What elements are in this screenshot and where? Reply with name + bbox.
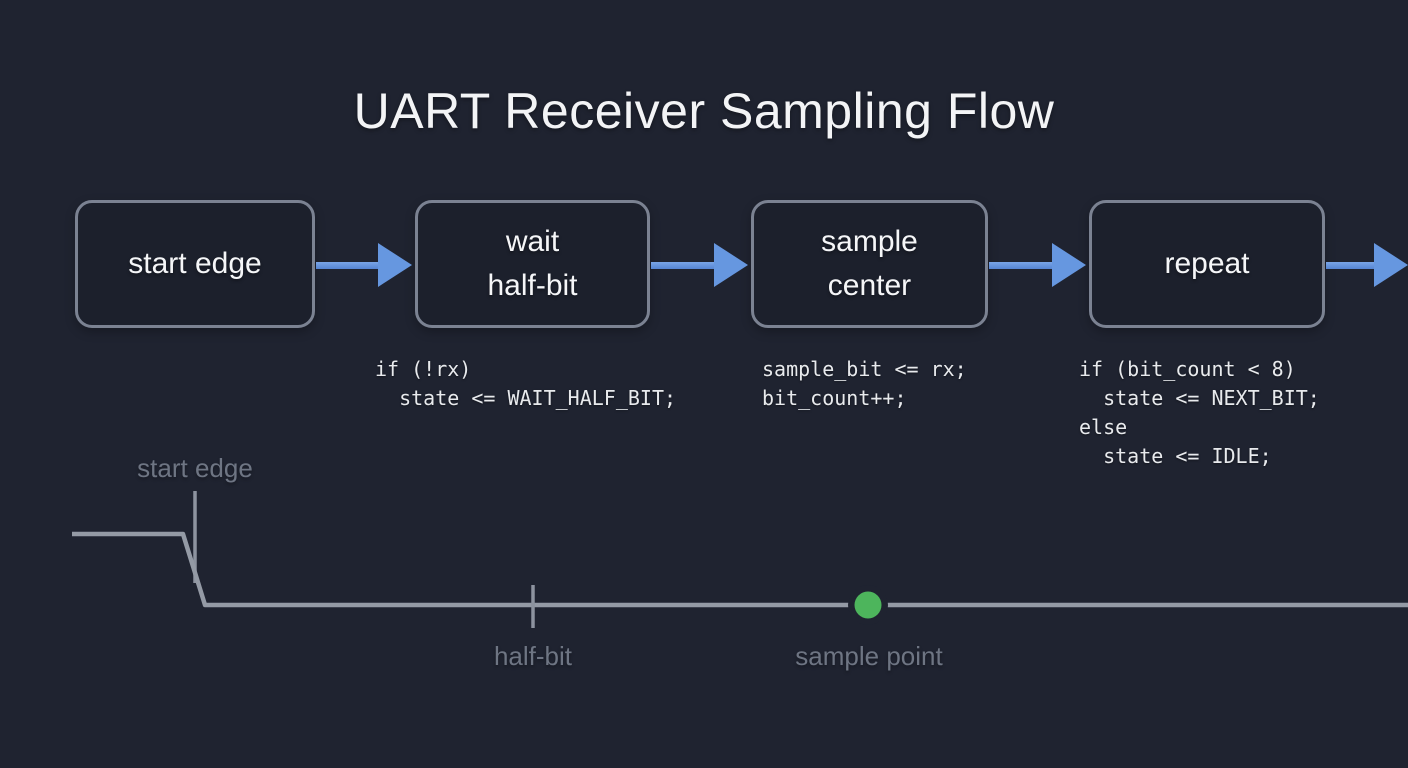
arrow-head-icon bbox=[378, 243, 412, 287]
flow-box-repeat: repeat bbox=[1089, 200, 1325, 328]
arrow-head-icon bbox=[1374, 243, 1408, 287]
arrow-head-icon bbox=[714, 243, 748, 287]
rx-signal-line bbox=[72, 531, 1408, 608]
flow-box-label: start edge bbox=[128, 247, 262, 280]
flow-box-label: sample center bbox=[821, 225, 918, 302]
arrow-shaft bbox=[316, 261, 378, 269]
flow-box-sample-center: sample center bbox=[751, 200, 988, 328]
code-annotation-sample-center: sample_bit <= rx; bit_count++; bbox=[762, 357, 967, 410]
flow-arrow-icon bbox=[651, 243, 748, 287]
half-bit-label: half-bit bbox=[493, 641, 573, 671]
flow-box-label: wait half-bit bbox=[487, 225, 578, 302]
arrow-head-icon bbox=[1052, 243, 1086, 287]
sample-point-dot bbox=[854, 591, 882, 619]
code-annotation-wait-half-bit: if (!rx) state <= WAIT_HALF_BIT; bbox=[375, 357, 677, 410]
sample-point-label: sample point bbox=[795, 641, 943, 671]
flow-arrow-icon bbox=[316, 243, 412, 287]
page-title: UART Receiver Sampling Flow bbox=[353, 83, 1055, 139]
arrow-shaft bbox=[989, 261, 1052, 269]
flow-exit-arrow-icon bbox=[1326, 243, 1408, 287]
flow-box-label: repeat bbox=[1164, 247, 1250, 280]
flow-box-start-edge: start edge bbox=[75, 200, 315, 328]
code-annotation-repeat: if (bit_count < 8) state <= NEXT_BIT; el… bbox=[1079, 357, 1320, 468]
arrow-shaft bbox=[1326, 261, 1374, 269]
start-edge-label: start edge bbox=[137, 453, 253, 483]
flow-box-wait-half-bit: wait half-bit bbox=[415, 200, 650, 328]
flow-arrow-icon bbox=[989, 243, 1086, 287]
arrow-shaft bbox=[651, 261, 714, 269]
